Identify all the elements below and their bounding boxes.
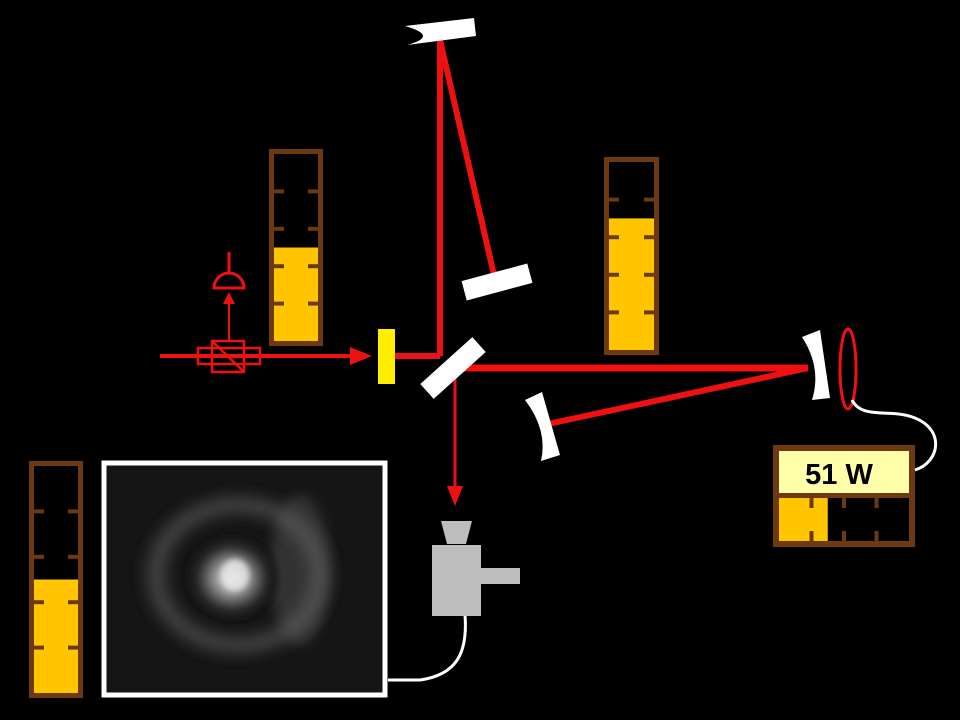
upper-curved-mirror xyxy=(461,263,533,301)
wedge-plate xyxy=(378,329,395,384)
diagonal-beam-top xyxy=(437,39,497,276)
top-mirror xyxy=(405,18,476,45)
detector-beam-arrow xyxy=(223,292,235,304)
gauge-tick xyxy=(308,301,318,306)
camera-cable xyxy=(388,614,467,682)
gauge-tick xyxy=(644,272,654,277)
mirrors xyxy=(405,18,830,461)
beam-profile-image xyxy=(133,485,343,665)
gauge-tick xyxy=(274,301,284,306)
gauge-left-tall xyxy=(29,461,83,698)
gauge-tick xyxy=(609,310,619,315)
beam-splitter xyxy=(420,337,486,399)
power-bar-tick xyxy=(842,531,846,541)
power-meter-display xyxy=(779,451,909,493)
power-bar-fill xyxy=(779,498,828,541)
gauge-tick xyxy=(68,600,78,605)
gauge-tick xyxy=(34,509,44,514)
right-curved-mirror xyxy=(802,330,830,400)
lens-icon xyxy=(838,327,858,411)
gauge-tick xyxy=(34,645,44,650)
gauge-tick xyxy=(34,600,44,605)
gauge-tick xyxy=(308,226,318,231)
gauge-upper-middle xyxy=(269,149,323,346)
gauge-tick xyxy=(609,197,619,202)
return-beam-lower xyxy=(547,365,809,427)
power-meter-bar xyxy=(779,498,909,541)
camera-image-screen xyxy=(101,460,388,698)
gauge-tick xyxy=(609,235,619,240)
beam-paths xyxy=(160,39,809,506)
gauge-tick xyxy=(644,235,654,240)
power-bar-tick xyxy=(842,498,846,508)
optical-isolator-icon xyxy=(196,339,262,374)
gauge-tick xyxy=(274,189,284,194)
gauge-tick xyxy=(274,264,284,269)
gauge-tick xyxy=(609,272,619,277)
gauge-tick xyxy=(644,197,654,202)
power-bar-tick xyxy=(874,498,879,508)
gauge-tick xyxy=(68,645,78,650)
gauge-upper-right xyxy=(604,157,659,355)
input-beam-arrow xyxy=(350,347,372,365)
camera-icon xyxy=(432,521,520,616)
gauge-fill xyxy=(274,247,318,341)
photodetector-icon xyxy=(212,252,246,290)
gauge-tick xyxy=(274,226,284,231)
gauge-tick xyxy=(68,509,78,514)
power-reading: 51 W xyxy=(805,459,873,491)
power-bar-tick xyxy=(809,498,814,508)
gauge-tick xyxy=(308,264,318,269)
gauge-fill xyxy=(34,579,78,693)
power-bar-tick xyxy=(809,531,814,541)
gauge-tick xyxy=(34,554,44,559)
power-bar-tick xyxy=(874,531,879,541)
lower-curved-mirror xyxy=(525,392,560,461)
gauge-fill xyxy=(609,218,654,350)
camera-beam-arrow xyxy=(447,486,463,506)
gauge-tick xyxy=(644,310,654,315)
gauge-tick xyxy=(308,189,318,194)
power-meter: 51 W xyxy=(773,445,915,547)
power-meter-cable xyxy=(850,399,938,472)
gauge-tick xyxy=(68,554,78,559)
